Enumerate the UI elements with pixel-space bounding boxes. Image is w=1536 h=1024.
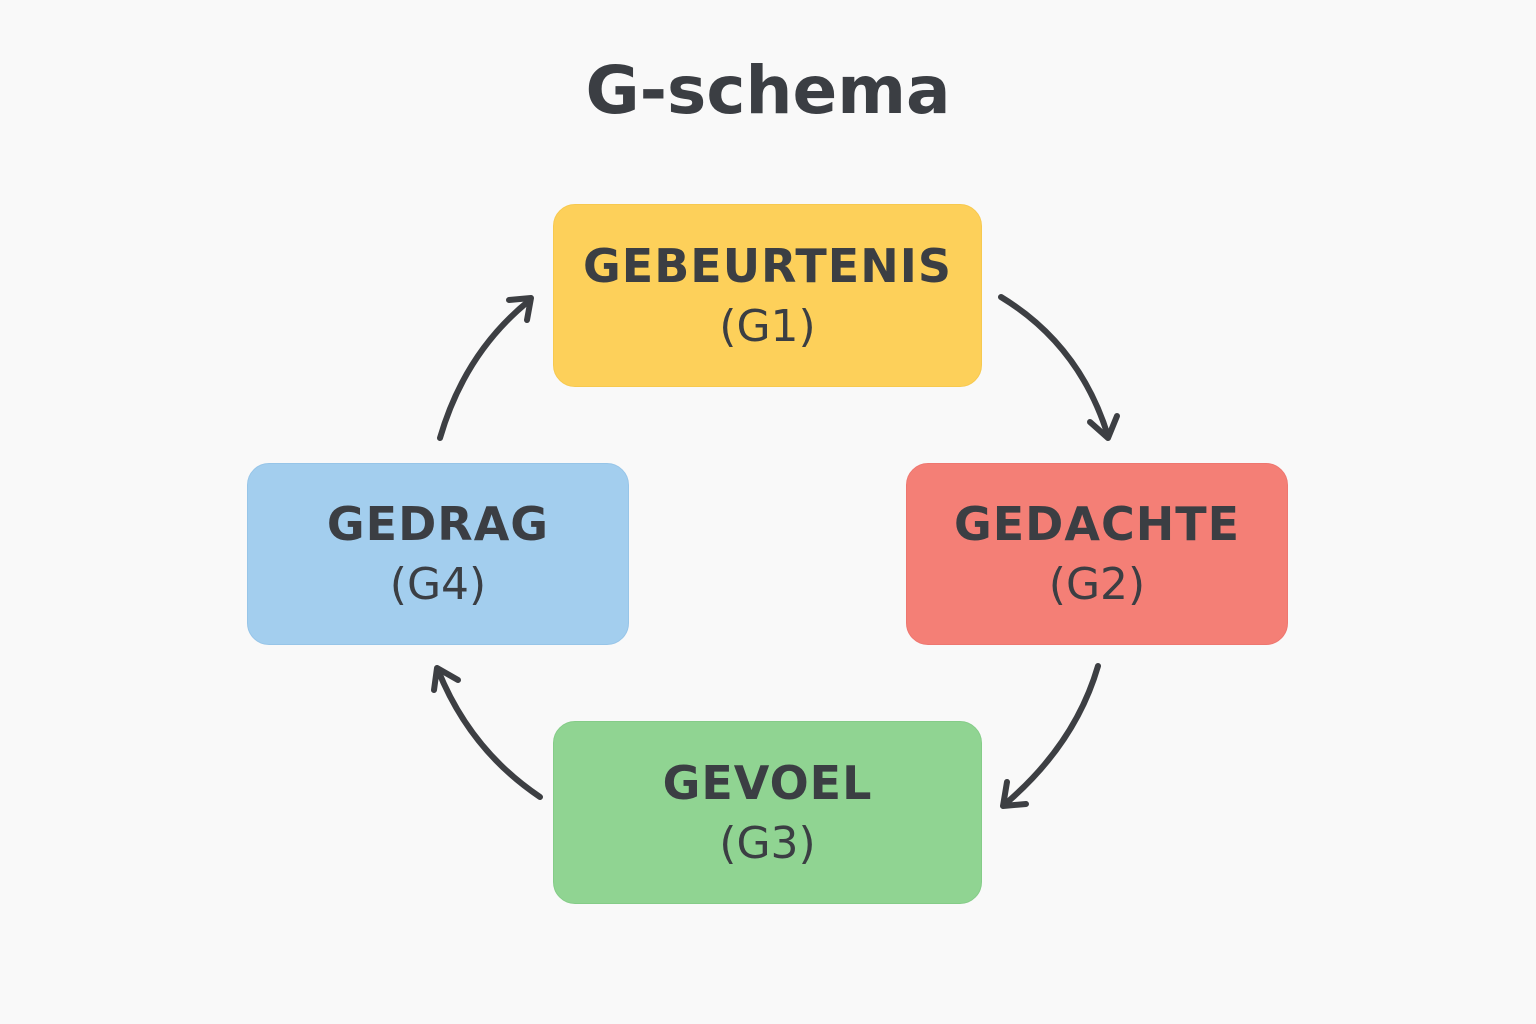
arrow-g4-to-g1 — [437, 295, 534, 441]
box-name: GEDRAG — [326, 497, 550, 551]
box-g3-gevoel: GEVOEL (G3) — [553, 721, 982, 904]
box-name: GEVOEL — [662, 755, 873, 810]
arrow-g2-to-g3 — [1000, 663, 1101, 809]
arrow-g1-to-g2 — [998, 294, 1120, 441]
box-g4-gedrag: GEDRAG (G4) — [247, 463, 629, 645]
box-g2-gedachte: GEDACHTE (G2) — [906, 463, 1288, 645]
box-g1-gebeurtenis: GEBEURTENIS (G1) — [553, 204, 982, 387]
box-code: (G4) — [389, 559, 487, 610]
box-name: GEDACHTE — [953, 497, 1241, 551]
box-code: (G2) — [1048, 559, 1146, 610]
arrow-g3-to-g4 — [431, 665, 543, 800]
box-code: (G1) — [719, 300, 816, 352]
box-name: GEBEURTENIS — [583, 238, 952, 293]
box-code: (G3) — [719, 817, 816, 869]
diagram-title: G-schema — [585, 52, 951, 129]
